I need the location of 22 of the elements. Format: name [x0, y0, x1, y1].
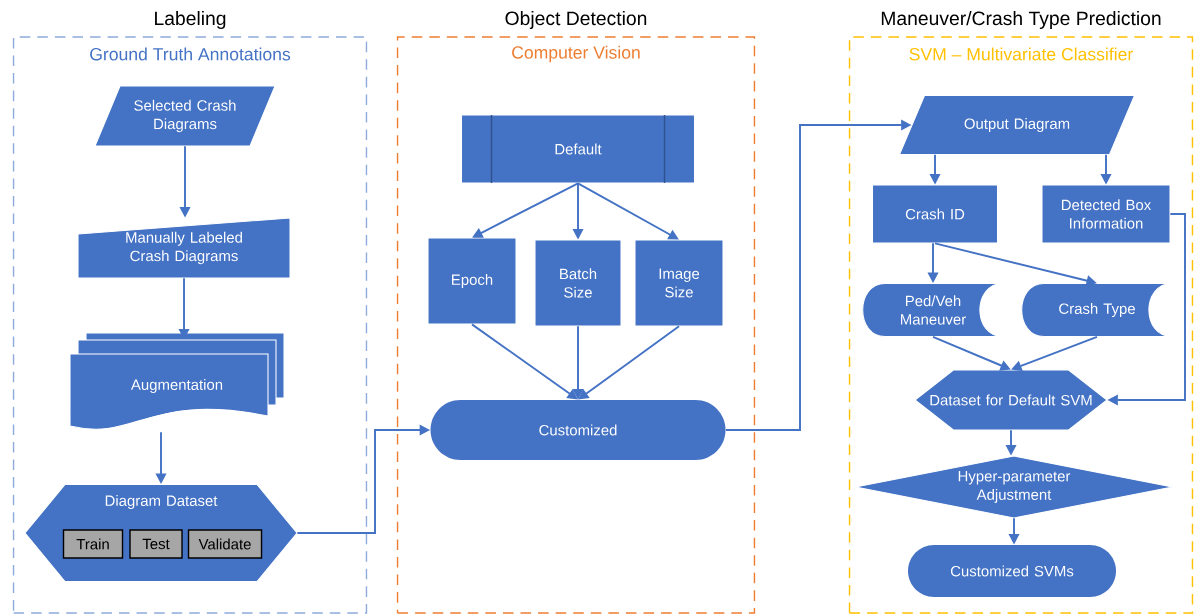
process-box: Image Size: [634, 239, 724, 327]
process-box: Crash ID: [871, 184, 999, 244]
process-box: Batch Size: [534, 239, 622, 327]
arrow: [578, 325, 680, 400]
document-stack: Augmentation: [69, 332, 285, 430]
process-box: Epoch: [427, 237, 517, 325]
panel-subtitle: SVM – Multivariate Classifier: [909, 47, 1133, 61]
preparation-hexagon: Dataset for Default SVM: [914, 369, 1108, 431]
split-box: Validate: [187, 529, 263, 559]
split-box: Train: [62, 529, 124, 559]
panel-subtitle: Computer Vision: [512, 45, 640, 63]
process-box: Default: [461, 114, 696, 184]
arrow: [472, 182, 579, 238]
data-parallelogram: Selected Crash Diagrams: [94, 85, 276, 147]
split-box: Test: [129, 529, 183, 559]
panel-heading: Maneuver/Crash Type Prediction: [881, 11, 1161, 29]
panel-heading: Object Detection: [505, 11, 647, 29]
process-box: Detected Box Information: [1041, 184, 1171, 244]
arrow: [577, 182, 679, 240]
arrow: [471, 323, 578, 400]
panel-subtitle: Ground Truth Annotations: [90, 47, 291, 61]
panel-heading: Labeling: [155, 11, 226, 29]
